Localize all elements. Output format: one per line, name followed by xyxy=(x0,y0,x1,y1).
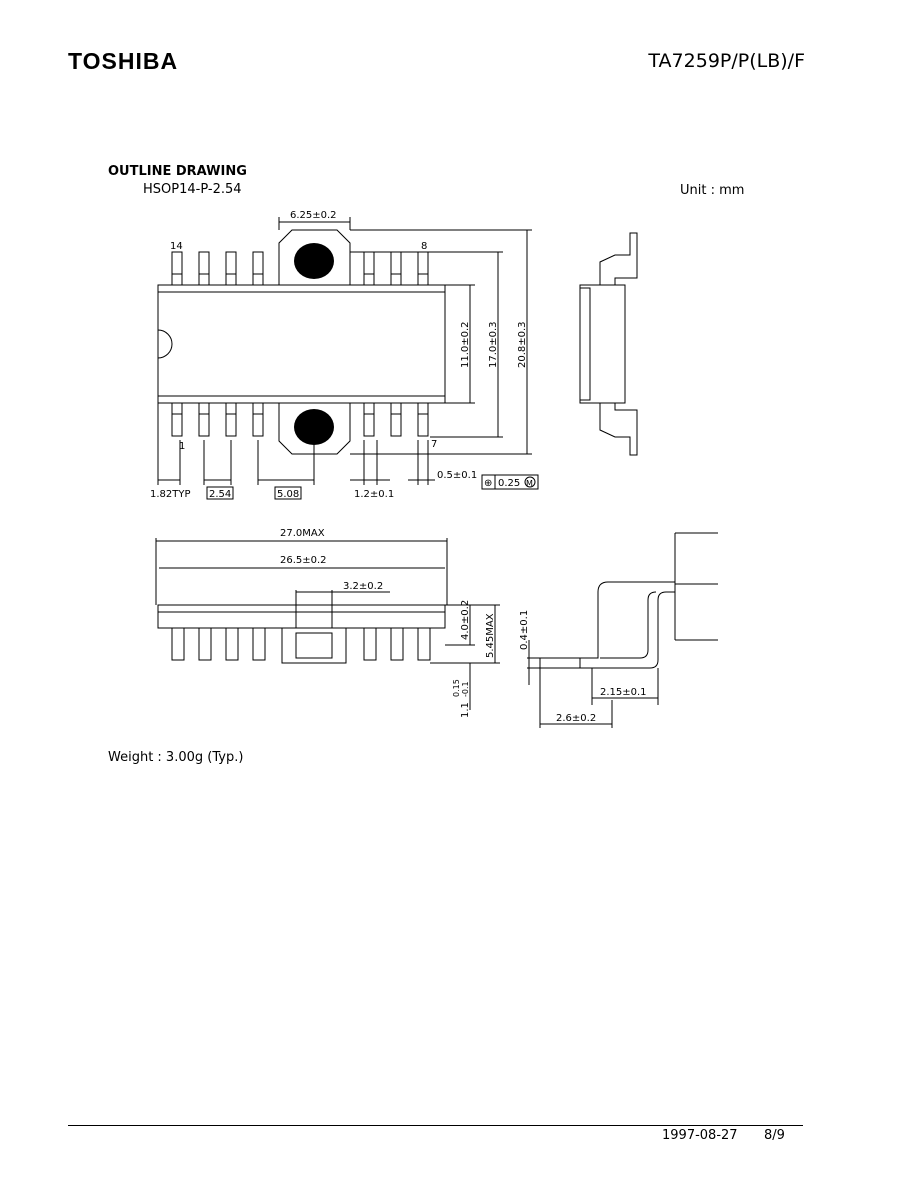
brand-logo: TOSHIBA xyxy=(68,48,179,74)
footer-page-number: 8/9 xyxy=(764,1128,785,1143)
side-view-top xyxy=(579,232,638,456)
footer-date: 1997-08-27 xyxy=(662,1128,738,1143)
dim-standoff-tol-plus: 0.15 xyxy=(452,679,461,697)
dim-pitch: 2.54 xyxy=(209,489,231,500)
pin-14-label: 14 xyxy=(170,241,183,252)
dim-body-height: 4.0±0.2 xyxy=(460,600,471,640)
max-material-symbol: M xyxy=(526,479,533,488)
pin-1-label: 1 xyxy=(179,441,185,452)
position-symbol: ⊕ xyxy=(484,478,492,489)
unit-label: Unit : mm xyxy=(680,183,745,198)
dim-max-length: 27.0MAX xyxy=(280,528,325,539)
dim-lead-bend: 2.15±0.1 xyxy=(600,687,647,698)
dim-lead-tip: 0.5±0.1 xyxy=(437,470,477,481)
footer-rule xyxy=(68,1125,803,1126)
package-body xyxy=(157,284,446,404)
part-number: TA7259P/P(LB)/F xyxy=(648,50,805,72)
bottom-leads xyxy=(171,402,429,437)
dim-body-length: 26.5±0.2 xyxy=(280,555,327,566)
heat-tab-top xyxy=(278,229,351,285)
front-view: 27.0MAX 26.5±0.2 3.2±0.2 4.0±0.2 5.45MAX… xyxy=(155,528,500,718)
weight-note: Weight : 3.00g (Typ.) xyxy=(108,750,244,765)
dim-pin-group: 5.08 xyxy=(277,489,299,500)
dim-standoff: 1.1 xyxy=(460,702,471,718)
dim-tab-width: 6.25±0.2 xyxy=(290,210,337,221)
section-title: OUTLINE DRAWING xyxy=(108,164,247,179)
dim-tab-span: 17.0±0.3 xyxy=(488,321,499,368)
pin-8-label: 8 xyxy=(421,241,427,252)
dim-standoff-tol-minus: -0.1 xyxy=(461,681,470,697)
dim-lead-width: 1.2±0.1 xyxy=(354,489,394,500)
dim-first-pin: 1.82TYP xyxy=(150,489,191,500)
top-leads xyxy=(171,251,429,286)
package-code: HSOP14-P-2.54 xyxy=(143,182,242,197)
dim-position-tol: 0.25 xyxy=(498,478,520,489)
dim-overall: 20.8±0.3 xyxy=(517,321,528,368)
top-view: 14 8 1 7 6.25±0.2 11.0±0.2 17.0±0.3 20.8… xyxy=(150,210,539,500)
pin1-notch xyxy=(157,329,173,359)
lead-detail-view: 0.4±0.1 2.15±0.1 2.6±0.2 xyxy=(519,532,718,728)
dim-tab-center: 3.2±0.2 xyxy=(343,581,383,592)
dim-lead-length: 2.6±0.2 xyxy=(556,713,596,724)
pin-7-label: 7 xyxy=(431,439,437,450)
dim-lead-thickness: 0.4±0.1 xyxy=(519,610,530,650)
dim-max-height: 5.45MAX xyxy=(485,613,496,658)
dim-body-width: 11.0±0.2 xyxy=(460,321,471,368)
front-body xyxy=(157,604,446,629)
